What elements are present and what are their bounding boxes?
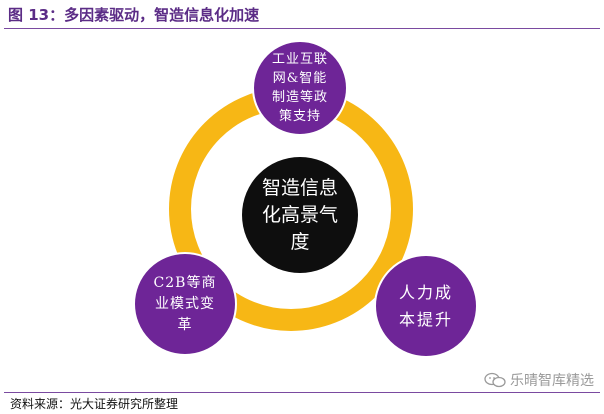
center-node-label: 智造信息化高景气度	[261, 176, 338, 253]
source-divider	[4, 392, 600, 393]
labor-cost-label: 人力成本提升	[398, 283, 453, 329]
chat-bubbles-icon	[484, 372, 506, 388]
figure-title: 图 13：多因素驱动，智造信息化加速	[8, 6, 260, 24]
source-note: 资料来源：光大证券研究所整理	[10, 397, 179, 411]
labor-cost-node: 人力成本提升	[374, 254, 478, 358]
policy-support-node: 工业互联网&智能制造等政策支持	[252, 40, 348, 136]
policy-support-label: 工业互联网&智能制造等政策支持	[271, 52, 328, 124]
business-model-node: C2B等商业模式变革	[133, 252, 237, 356]
watermark-text: 乐晴智库精选	[510, 373, 594, 389]
business-model-label: C2B等商业模式变革	[153, 274, 217, 333]
center-node: 智造信息化高景气度	[242, 157, 358, 273]
watermark: 乐晴智库精选	[484, 370, 594, 390]
title-divider	[4, 28, 600, 29]
